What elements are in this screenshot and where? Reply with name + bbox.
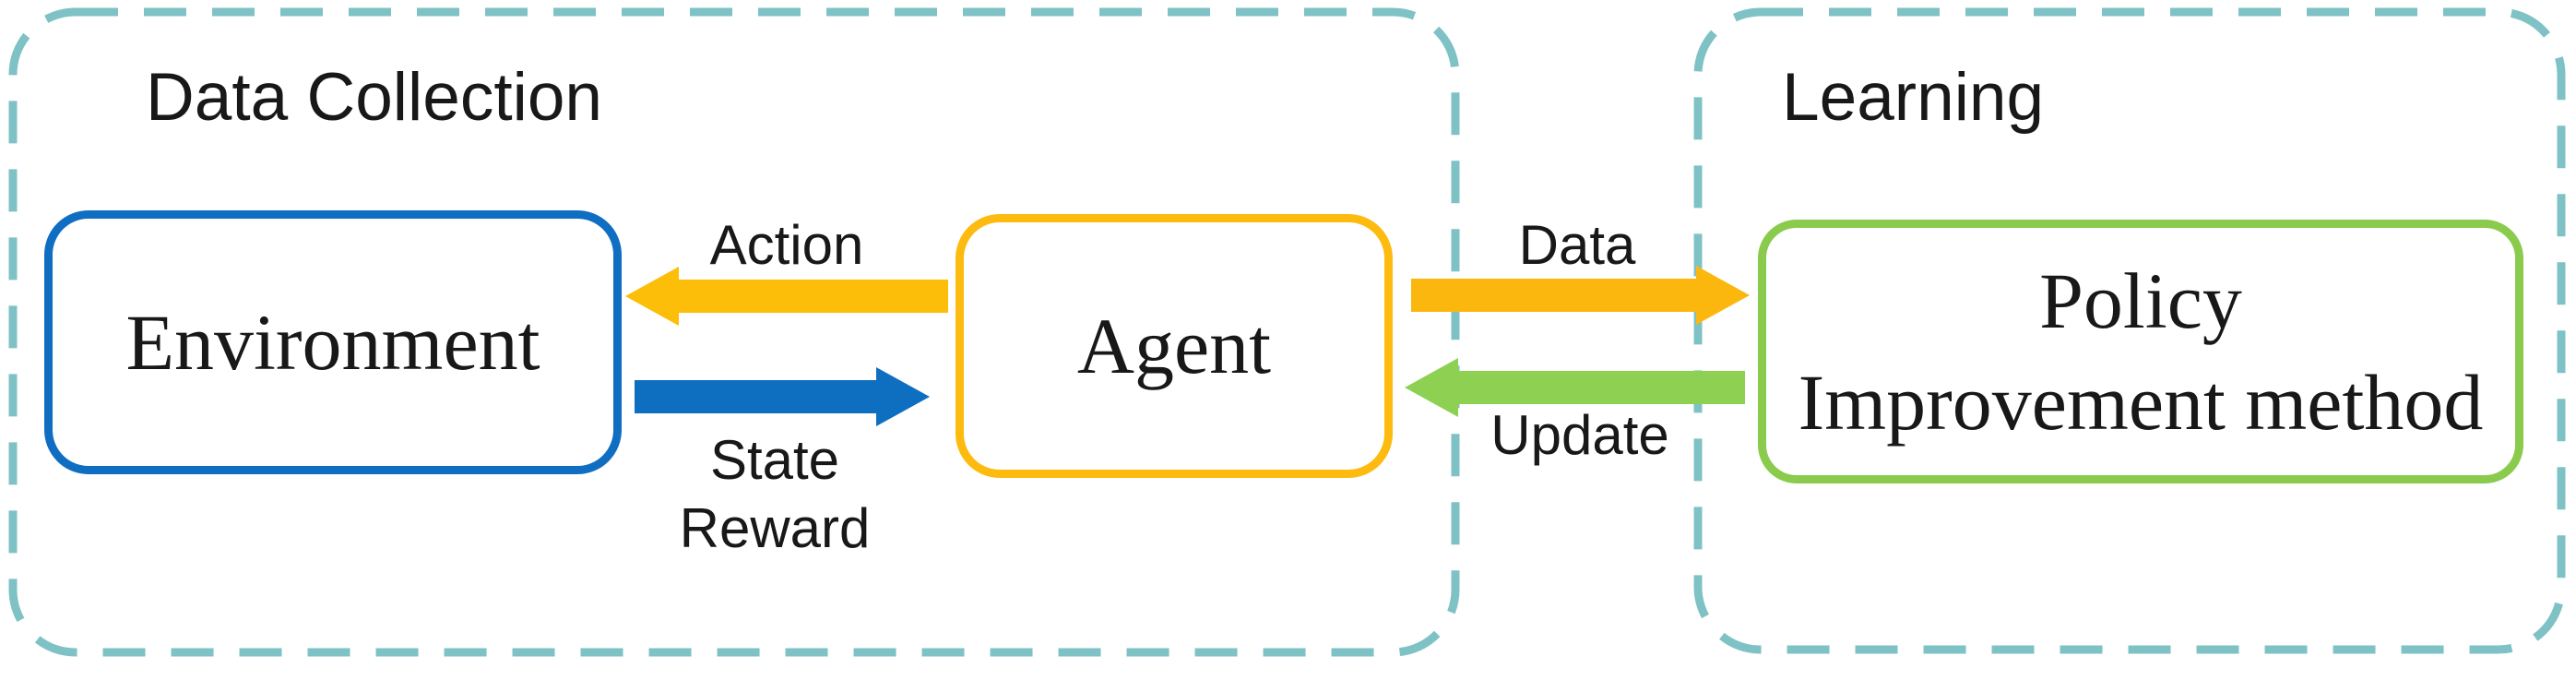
update-arrow [1405,358,1745,417]
state-label-line: State [709,429,840,491]
data-collection-group-border [8,7,1460,657]
reward-label-line: Reward [679,497,871,559]
policy-improvement-node: Policy Improvement method [1758,220,2523,483]
learning-group-label: Learning [1782,60,2045,135]
agent-node: Agent [956,214,1393,478]
policy-node-label-line2: Improvement method [1798,358,2484,447]
policy-node-label-line1: Policy [2039,256,2242,345]
data-arrow-label: Data [1518,214,1636,276]
state-reward-arrow-label: State Reward [680,426,871,563]
environment-node: Environment [44,210,622,474]
agent-node-label: Agent [1076,302,1272,390]
learning-group-border [1693,7,2566,654]
state-reward-arrow [635,367,930,426]
action-arrow [625,267,948,326]
data-collection-group-label: Data Collection [146,60,603,135]
data-arrow [1411,266,1750,325]
environment-node-label: Environment [125,298,540,387]
update-arrow-label: Update [1490,404,1669,466]
action-arrow-label: Action [709,214,864,276]
